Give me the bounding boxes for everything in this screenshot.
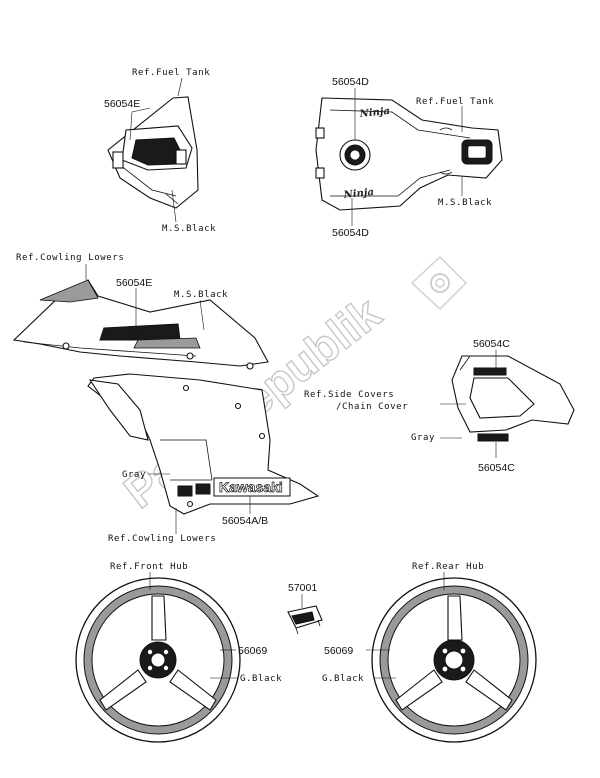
label-gray-fairing: Gray bbox=[122, 470, 146, 480]
ninja-decal-top: Ninja bbox=[358, 106, 390, 120]
label-57001: 57001 bbox=[288, 582, 317, 594]
label-56054d-top: 56054D bbox=[332, 76, 369, 88]
upper-cowling bbox=[12, 279, 269, 370]
label-56069-rear: 56069 bbox=[324, 645, 353, 657]
label-ref-cowling-lowers-top: Ref.Cowling Lowers bbox=[16, 253, 124, 263]
label-56069-front: 56069 bbox=[238, 645, 267, 657]
front-wheel bbox=[75, 577, 241, 743]
ninja-decal-bottom: Ninja bbox=[342, 187, 374, 201]
label-ref-side-covers: Ref.Side Covers bbox=[304, 390, 394, 400]
label-g-black-front: G.Black bbox=[240, 674, 282, 684]
label-56054d-bottom: 56054D bbox=[332, 227, 369, 239]
label-g-black-rear: G.Black bbox=[322, 674, 364, 684]
seat-cowl bbox=[451, 355, 575, 442]
label-ms-black-cowl: M.S.Black bbox=[174, 290, 228, 300]
kawasaki-decal: Kawasaki bbox=[219, 479, 283, 495]
label-ref-rear-hub: Ref.Rear Hub bbox=[412, 562, 484, 572]
label-56054e-top: 56054E bbox=[104, 98, 140, 110]
label-gray-seat: Gray bbox=[411, 433, 435, 443]
label-chain-cover: /Chain Cover bbox=[336, 402, 408, 412]
label-ref-fuel-tank-right: Ref.Fuel Tank bbox=[416, 97, 494, 107]
rear-wheel bbox=[371, 577, 537, 743]
callout-labels: Ref.Fuel Tank 56054E M.S.Black 56054D Re… bbox=[16, 68, 515, 684]
gear-icon bbox=[410, 256, 467, 310]
label-56054c-bottom: 56054C bbox=[478, 462, 515, 474]
front-fairing bbox=[107, 96, 199, 209]
fuel-tank: Ninja Ninja bbox=[315, 97, 503, 211]
leader-lines bbox=[85, 77, 497, 679]
lower-fairing: Kawasaki bbox=[87, 373, 320, 515]
label-ms-black-top: M.S.Black bbox=[162, 224, 216, 234]
label-56054c-top: 56054C bbox=[473, 338, 510, 350]
label-ref-cowling-lowers-bottom: Ref.Cowling Lowers bbox=[108, 534, 216, 544]
label-ref-fuel-tank-left: Ref.Fuel Tank bbox=[132, 68, 210, 78]
label-ms-black-tank: M.S.Black bbox=[438, 198, 492, 208]
label-ref-front-hub: Ref.Front Hub bbox=[110, 562, 188, 572]
clip-57001 bbox=[287, 605, 323, 635]
label-56054e-cowl: 56054E bbox=[116, 277, 152, 289]
label-56054ab: 56054A/B bbox=[222, 515, 268, 527]
